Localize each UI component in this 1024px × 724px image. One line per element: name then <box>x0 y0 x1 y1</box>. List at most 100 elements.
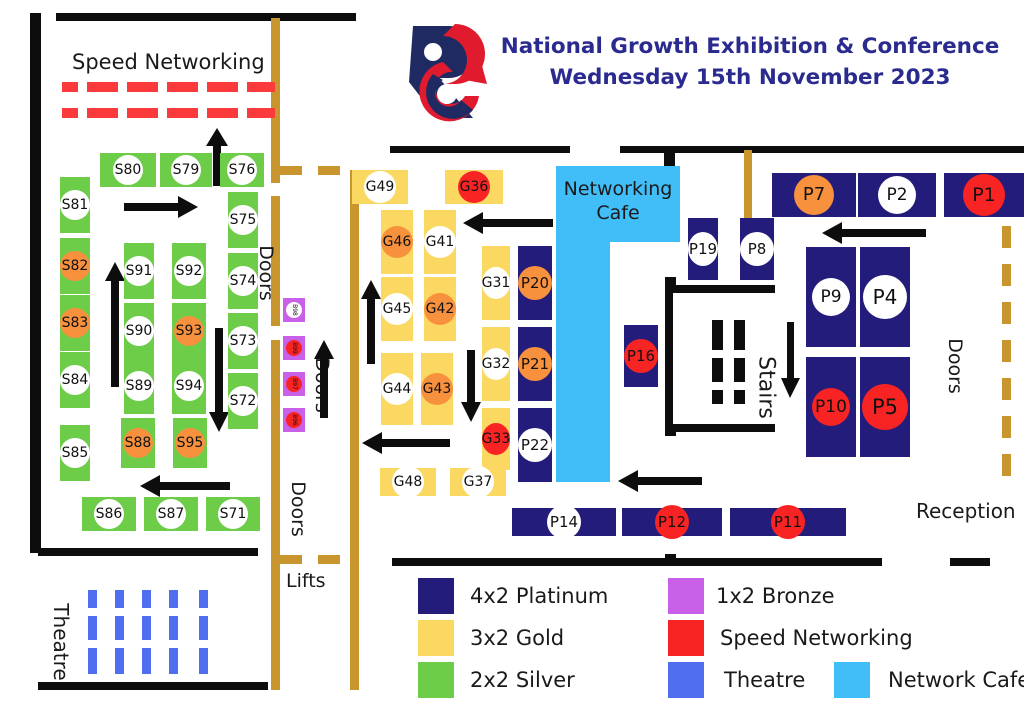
stand-p5[interactable]: P5 <box>860 357 910 457</box>
stand-badge-s86: S86 <box>94 499 124 529</box>
stand-badge-g44: G44 <box>381 373 413 405</box>
stand-p19[interactable]: P19 <box>688 218 718 280</box>
stand-s91[interactable]: S91 <box>124 243 154 299</box>
stand-s73[interactable]: S73 <box>228 313 258 369</box>
stand-p14[interactable]: P14 <box>512 505 616 539</box>
stand-badge-s88: S88 <box>123 428 153 458</box>
stand-badge-b97: B97 <box>286 376 302 392</box>
stand-g31[interactable]: G31 <box>481 246 511 320</box>
legend-label-network-cafe: Network Cafe <box>888 668 1024 692</box>
stand-p1[interactable]: P1 <box>944 173 1024 217</box>
stand-s93[interactable]: S93 <box>172 303 206 359</box>
stand-p20[interactable]: P20 <box>518 246 552 320</box>
stand-g46[interactable]: G46 <box>381 210 413 274</box>
stand-p12[interactable]: P12 <box>622 505 722 539</box>
stand-badge-s95: S95 <box>175 428 205 458</box>
stand-badge-g36: G36 <box>458 171 490 203</box>
stand-p2[interactable]: P2 <box>858 173 936 217</box>
stair-step <box>734 320 745 350</box>
legend-swatch-silver <box>418 662 454 698</box>
stand-s95[interactable]: S95 <box>173 418 207 468</box>
stand-badge-s81: S81 <box>60 190 90 220</box>
stand-s94[interactable]: S94 <box>172 358 206 414</box>
stand-s84[interactable]: S84 <box>60 352 90 408</box>
stand-s88[interactable]: S88 <box>121 418 155 468</box>
stand-g49[interactable]: G49 <box>352 170 408 204</box>
stand-p4[interactable]: P4 <box>860 247 910 347</box>
stand-p9[interactable]: P9 <box>806 247 856 347</box>
label-lifts: Lifts <box>286 570 326 592</box>
wall-stairs-left <box>665 285 673 432</box>
stand-p10[interactable]: P10 <box>806 357 856 457</box>
stand-b97[interactable]: B97 <box>283 372 305 396</box>
stand-s74[interactable]: S74 <box>228 253 258 309</box>
stand-g33[interactable]: G33 <box>481 408 511 470</box>
stand-p21[interactable]: P21 <box>518 327 552 401</box>
door-line-left-vertical-4 <box>271 466 280 690</box>
stand-p22[interactable]: P22 <box>518 408 552 482</box>
wall-stairs-upper-stub <box>665 277 676 289</box>
wall-stairs-bottom <box>665 424 775 432</box>
stand-badge-g32: G32 <box>481 348 511 380</box>
stair-step <box>734 390 745 404</box>
flow-arrow-down-silver <box>209 328 229 432</box>
wall-top-mid <box>390 146 570 153</box>
stand-g41[interactable]: G41 <box>424 210 456 274</box>
stand-b98[interactable]: B98 <box>283 298 305 322</box>
stand-badge-p19: P19 <box>688 232 718 266</box>
stand-p7[interactable]: P7 <box>772 173 856 217</box>
stand-s79[interactable]: S79 <box>160 153 212 187</box>
stand-s92[interactable]: S92 <box>172 243 206 299</box>
stair-step <box>712 390 723 404</box>
stand-s72[interactable]: S72 <box>228 373 258 429</box>
stand-badge-s82: S82 <box>60 251 90 281</box>
stand-s83[interactable]: S83 <box>60 295 90 351</box>
legend-label-theatre: Theatre <box>724 668 806 692</box>
stand-p11[interactable]: P11 <box>730 505 846 539</box>
stand-badge-p2: P2 <box>878 176 916 214</box>
speed-networking-table <box>247 108 275 118</box>
label-doors-left-lower: Doors <box>287 481 309 537</box>
stand-s71[interactable]: S71 <box>206 497 260 531</box>
theatre-seat <box>169 648 178 674</box>
stand-s81[interactable]: S81 <box>60 177 90 233</box>
stand-s86[interactable]: S86 <box>82 497 136 531</box>
stand-badge-s87: S87 <box>156 499 186 529</box>
stand-s89[interactable]: S89 <box>124 358 154 414</box>
stand-s80[interactable]: S80 <box>100 153 156 187</box>
theatre-seat <box>142 590 151 608</box>
stand-g48[interactable]: G48 <box>380 466 436 498</box>
stand-g36[interactable]: G36 <box>445 170 503 204</box>
stand-s90[interactable]: S90 <box>124 303 154 359</box>
flow-arrow-up-bronze <box>314 340 334 418</box>
stand-badge-p12: P12 <box>655 505 689 539</box>
stand-g45[interactable]: G45 <box>381 277 413 341</box>
label-doors-right: Doors <box>944 338 966 394</box>
stand-p16[interactable]: P16 <box>624 325 658 387</box>
stand-g37[interactable]: G37 <box>450 466 506 498</box>
theatre-seat <box>115 590 124 608</box>
stand-g42[interactable]: G42 <box>424 277 456 341</box>
stand-b99[interactable]: B99 <box>283 336 305 360</box>
stand-s75[interactable]: S75 <box>228 192 258 248</box>
stand-s87[interactable]: S87 <box>144 497 198 531</box>
networking-cafe-area <box>556 166 680 242</box>
theatre-seat <box>199 648 208 674</box>
stand-badge-p1: P1 <box>963 174 1005 216</box>
stand-b96[interactable]: B96 <box>283 408 305 432</box>
stand-badge-s71: S71 <box>218 499 248 529</box>
legend-label-speed-networking: Speed Networking <box>720 626 913 650</box>
stand-p8[interactable]: P8 <box>740 218 774 280</box>
stand-g32[interactable]: G32 <box>481 327 511 401</box>
stand-s76[interactable]: S76 <box>220 153 264 187</box>
stand-badge-b96: B96 <box>286 412 302 428</box>
wall-stairs-top <box>665 285 775 293</box>
stand-g44[interactable]: G44 <box>381 353 413 425</box>
stand-badge-p8: P8 <box>740 232 774 266</box>
wall-top-right <box>620 146 1024 153</box>
stand-s82[interactable]: S82 <box>60 238 90 294</box>
stand-g43[interactable]: G43 <box>421 353 453 425</box>
label-doors-left-upper: Doors <box>255 245 277 301</box>
stand-s85[interactable]: S85 <box>60 425 90 481</box>
